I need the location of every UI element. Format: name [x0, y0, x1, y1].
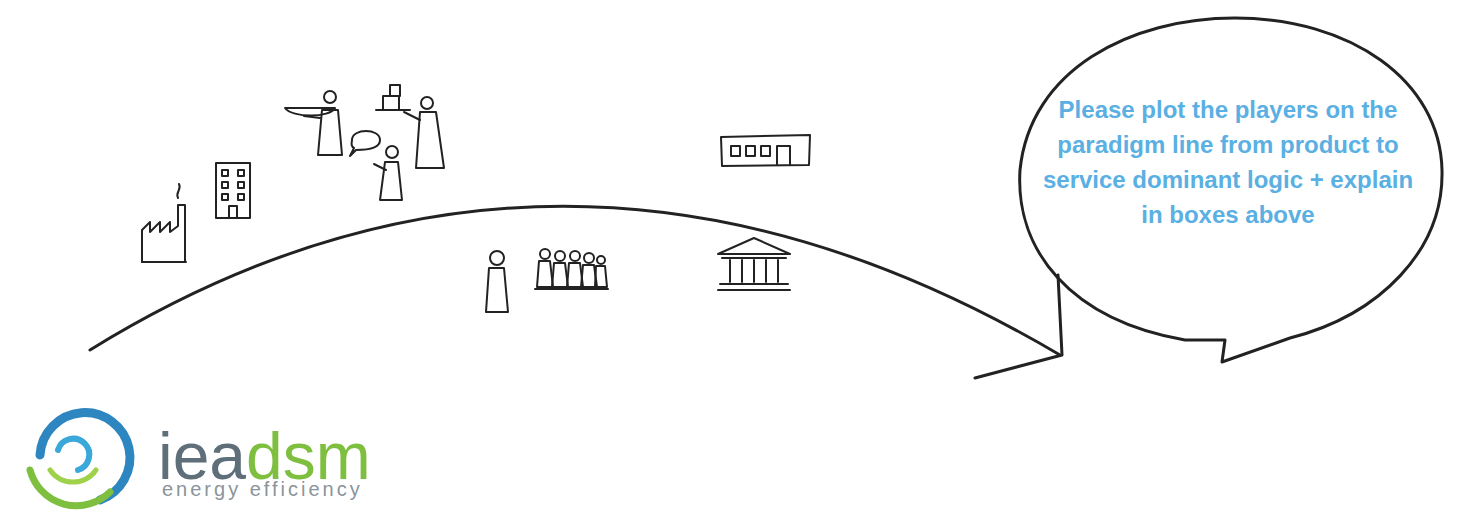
speech-bubble: Please plot the players on the paradigm … — [1040, 92, 1416, 232]
building-icon — [216, 163, 250, 218]
logo-swirl — [30, 413, 130, 506]
speech-bubble — [1020, 18, 1442, 362]
crowd-icon — [535, 249, 608, 289]
service-people-icon — [285, 85, 444, 200]
paradigm-line — [90, 206, 1060, 355]
factory-icon — [142, 184, 186, 262]
arrow-head — [975, 275, 1062, 378]
speech-bubble-text: Please plot the players on the paradigm … — [1040, 92, 1416, 232]
person-icon — [486, 251, 508, 312]
bank-icon — [718, 238, 790, 290]
logo-tagline: energy efficiency — [162, 478, 363, 501]
warehouse-icon — [721, 135, 810, 166]
